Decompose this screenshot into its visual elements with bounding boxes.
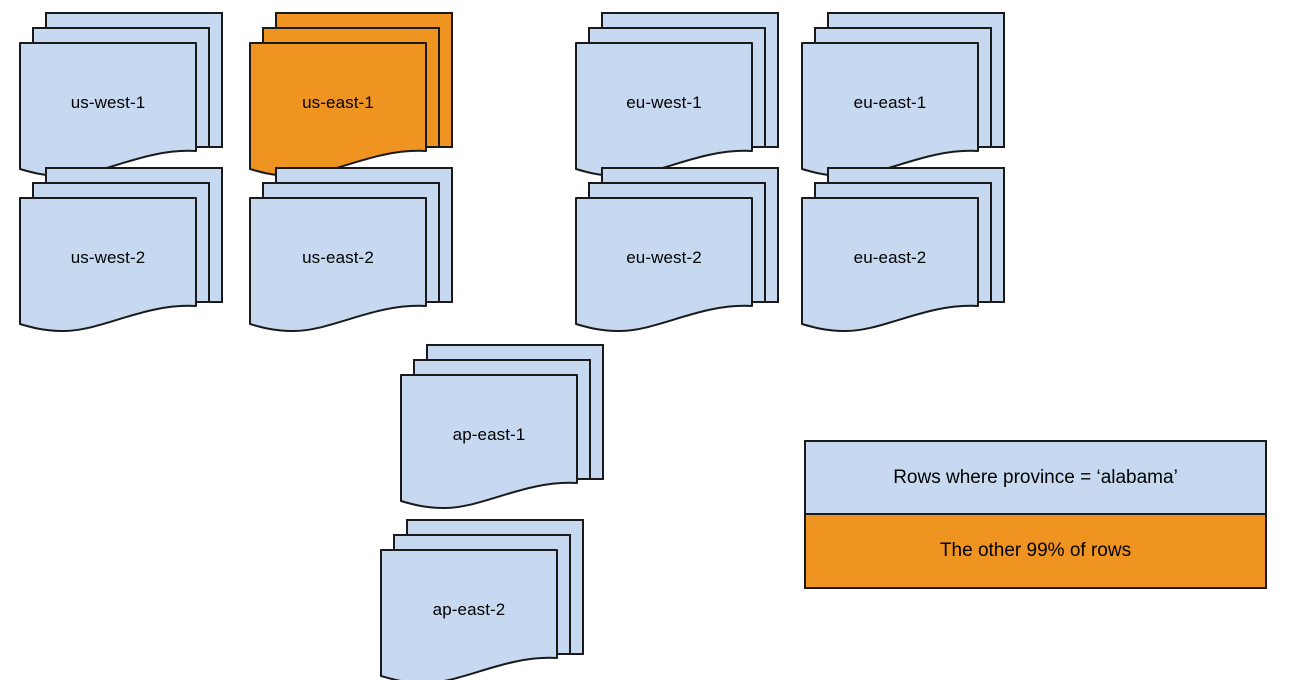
region-stack-us-west-1[interactable]: us-west-1	[19, 12, 260, 223]
region-stack-shape	[801, 167, 1005, 333]
stack-sheet-front	[801, 42, 979, 178]
region-stack-ap-east-2[interactable]: ap-east-2	[380, 519, 621, 680]
region-stack-shape	[801, 12, 1005, 178]
region-stack-shape	[575, 167, 779, 333]
stack-sheet-front	[19, 42, 197, 178]
stack-sheet-front	[575, 197, 753, 333]
region-stack-shape	[19, 167, 223, 333]
region-stack-us-west-2[interactable]: us-west-2	[19, 167, 260, 378]
stack-sheet-front	[249, 42, 427, 178]
stack-sheet-front	[19, 197, 197, 333]
region-stack-shape	[400, 344, 604, 510]
legend-row-legend-orange: The other 99% of rows	[806, 515, 1265, 587]
region-stack-us-east-1[interactable]: us-east-1	[249, 12, 490, 223]
stack-sheet-front	[575, 42, 753, 178]
legend-row-label: The other 99% of rows	[939, 540, 1132, 561]
legend-row-legend-blue: Rows where province = ‘alabama’	[806, 442, 1265, 515]
region-stack-shape	[380, 519, 584, 680]
region-stack-shape	[249, 167, 453, 333]
region-stack-shape	[249, 12, 453, 178]
stack-sheet-front	[249, 197, 427, 333]
region-stack-us-east-2[interactable]: us-east-2	[249, 167, 490, 378]
legend: Rows where province = ‘alabama’ The other…	[804, 440, 1267, 589]
stack-sheet-front	[400, 374, 578, 510]
region-stack-ap-east-1[interactable]: ap-east-1	[400, 344, 641, 555]
stack-sheet-front	[801, 197, 979, 333]
region-stack-eu-west-1[interactable]: eu-west-1	[575, 12, 816, 223]
region-stack-shape	[19, 12, 223, 178]
region-stack-shape	[575, 12, 779, 178]
legend-row-label: Rows where province = ‘alabama’	[893, 466, 1178, 488]
region-stack-eu-east-2[interactable]: eu-east-2	[801, 167, 1042, 378]
region-stack-eu-west-2[interactable]: eu-west-2	[575, 167, 816, 378]
stack-sheet-front	[380, 549, 558, 680]
